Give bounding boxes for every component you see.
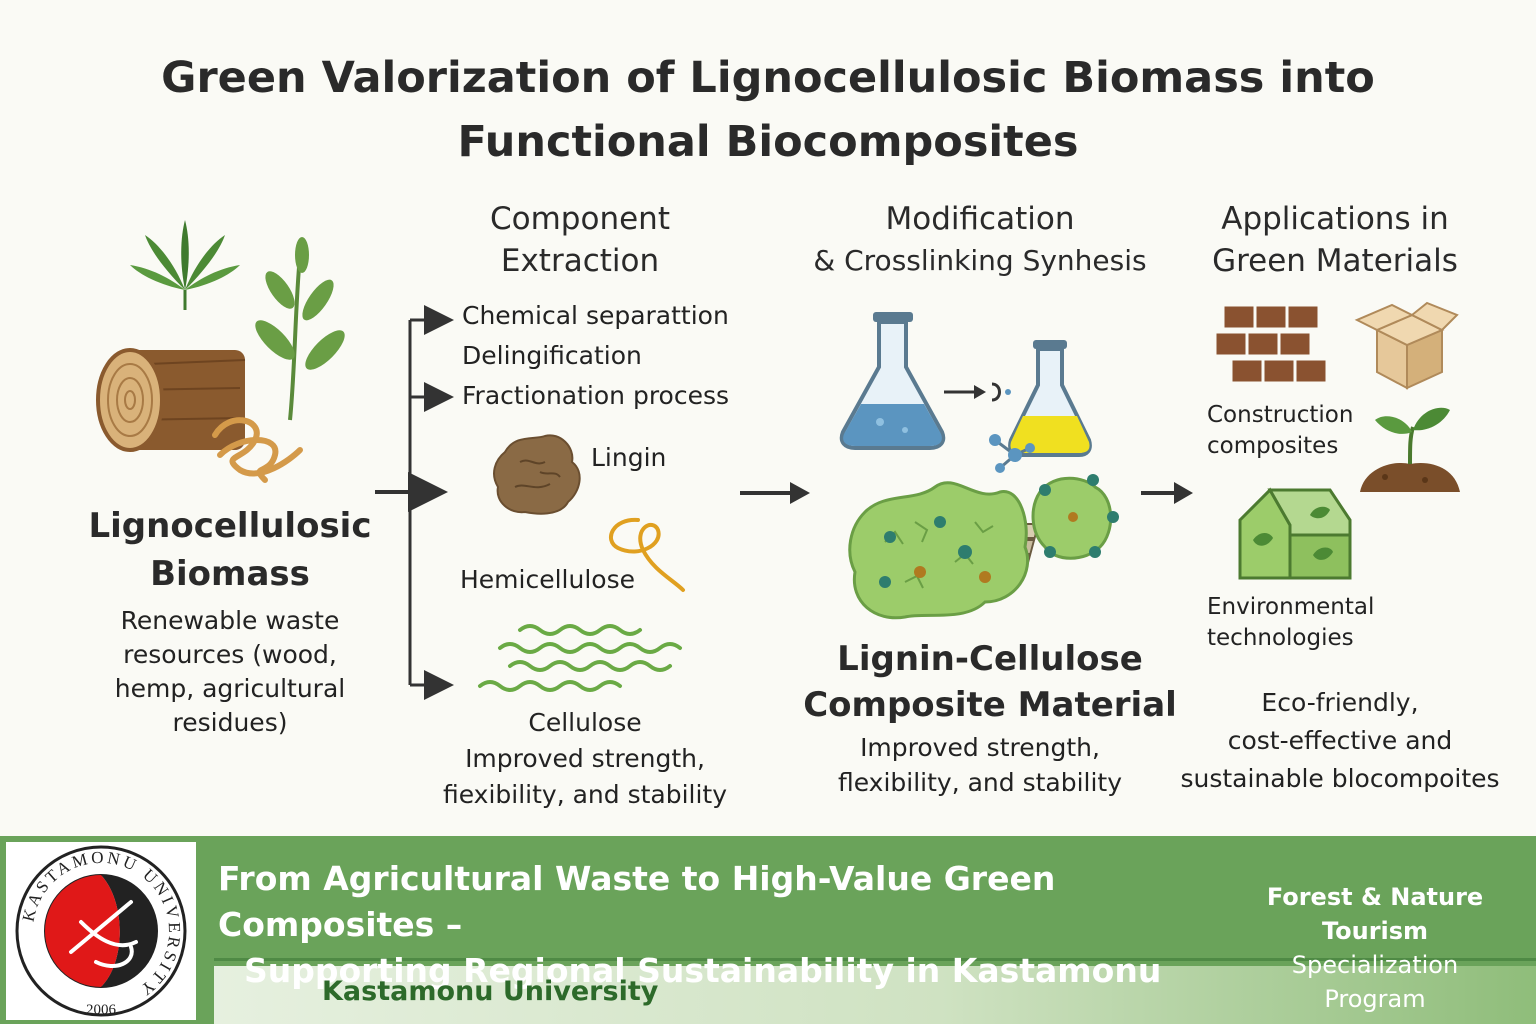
footer-divider: [214, 958, 1536, 961]
footer-tagline-line-2: Supporting Regional Sustainability in Ka…: [244, 951, 1162, 990]
composite-description: Improved strength, flexibility, and stab…: [837, 733, 1123, 797]
hemicellulose-label: Hemicellulose: [460, 565, 635, 594]
environmental-technologies-label: Environmental technologies: [1207, 594, 1375, 651]
fiber-strands-icon: [212, 417, 303, 483]
logo-year: 2006: [86, 1002, 117, 1018]
sprout-icon: [1360, 407, 1460, 492]
wood-log-icon: [96, 348, 246, 452]
branch-arrows: [375, 305, 454, 700]
hemicellulose-icon: [608, 517, 685, 592]
biomass-heading: Lignocellulosic Biomass: [88, 506, 372, 594]
arrow-reaction: [944, 382, 1011, 402]
construction-composites-label: Construction composites: [1207, 402, 1354, 459]
step-delignification: Delingification: [462, 341, 642, 370]
eco-friendly-summary: Eco-friendly, cost-effective and sustain…: [1180, 688, 1500, 793]
hemp-leaf-icon: [130, 220, 240, 310]
heading-modification: Modification & Crosslinking Synhesis: [813, 201, 1147, 277]
arrow-to-applications: [1141, 482, 1193, 504]
composite-particle-icon: [1031, 474, 1119, 560]
lignin-icon: [493, 434, 581, 515]
flask-blue-icon: [839, 312, 946, 450]
heading-applications: Applications in Green Materials: [1212, 201, 1458, 279]
footer-university-strip: [214, 966, 1536, 1024]
composite-illustration: [848, 474, 1119, 620]
branch-icon: [255, 237, 345, 421]
cellulose-block: Cellulose Improved strength, fiexibility…: [430, 705, 740, 813]
green-building-icon: [1238, 487, 1352, 580]
heading-extraction: Component Extraction: [490, 201, 670, 279]
molecule-icon: [989, 434, 1035, 473]
footer-university-name: Kastamonu University: [322, 976, 659, 1007]
cellulose-label: Cellulose: [528, 708, 642, 737]
biomass-illustration: [96, 220, 345, 483]
composite-heading: Lignin-Cellulose Composite Material: [803, 639, 1177, 725]
university-logo: KASTAMONU UNIVERSITY 2006: [6, 842, 196, 1020]
arrow-to-modification: [740, 482, 810, 504]
step-chemical-separation: Chemical separattion: [462, 301, 729, 330]
footer-tagline: From Agricultural Waste to High-Value Gr…: [218, 856, 1258, 994]
title-line-2: Functional Biocomposites: [457, 117, 1079, 167]
box-icon: [1354, 301, 1459, 390]
footer-tagline-line-1: From Agricultural Waste to High-Value Gr…: [218, 859, 1056, 944]
title-line-1: Green Valorization of Lignocellulosic Bi…: [161, 53, 1375, 103]
step-fractionation: Fractionation process: [462, 381, 730, 410]
cellulose-icon: [478, 624, 682, 692]
footer-program: Forest & Nature Tourism Specialization P…: [1266, 883, 1484, 1013]
bricks-icon: [1213, 303, 1329, 385]
page-title: Green Valorization of Lignocellulosic Bi…: [0, 46, 1536, 174]
lignin-label: Lingin: [591, 443, 667, 472]
biomass-description: Renewable waste resources (wood, hemp, a…: [114, 606, 346, 737]
extraction-steps: Chemical separattion Delingification Fra…: [462, 296, 762, 416]
